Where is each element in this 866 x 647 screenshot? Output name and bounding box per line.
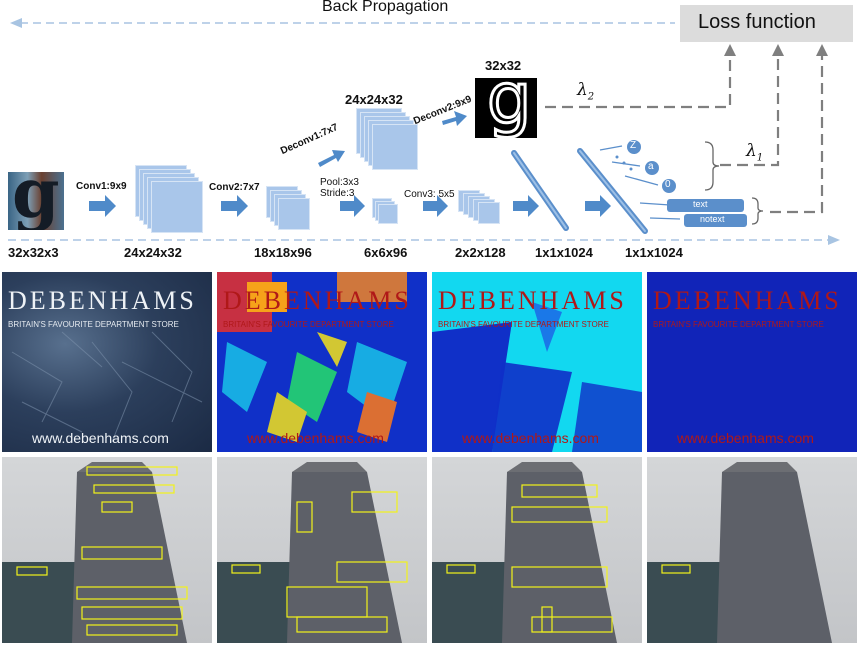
text-path (770, 50, 824, 214)
building-photo-1 (2, 457, 212, 643)
building-photo-4 (647, 457, 857, 643)
url-text: www.debenhams.com (32, 430, 169, 446)
heatmap-1-url: www.debenhams.com (247, 430, 384, 446)
arrow-conv3 (423, 195, 448, 217)
class-brace (704, 141, 720, 191)
conv3-stack (458, 190, 506, 230)
debenhams-photo: DEBENHAMS BRITAIN'S FAVOURITE DEPARTMENT… (2, 272, 212, 452)
output-size-label: 32x32 (485, 58, 522, 73)
arrow-deconv2 (442, 111, 467, 126)
dim-conv2: 18x18x96 (254, 245, 312, 260)
dim-conv3: 2x2x128 (455, 245, 506, 260)
class-label-0: 0 (665, 179, 671, 190)
lambda1-path (720, 50, 780, 167)
loss-function-label: Loss function (698, 11, 816, 33)
deconv-size-label: 24x24x32 (345, 92, 403, 107)
tagline-text: BRITAIN'S FAVOURITE DEPARTMENT STORE (8, 320, 179, 329)
dim-fc1: 1x1x1024 (535, 245, 593, 260)
heatmap-2-tagline: BRITAIN'S FAVOURITE DEPARTMENT STORE (438, 320, 609, 329)
stride-label: Stride:3 (320, 188, 355, 199)
heatmap-3-url: www.debenhams.com (677, 430, 814, 446)
heatmap-3: DEBENHAMS BRITAIN'S FAVOURITE DEPARTMENT… (647, 272, 857, 452)
building-photo-3 (432, 457, 642, 643)
conv1-stack (135, 165, 205, 233)
diagram-lines (8, 18, 840, 245)
lambda1-label: λ1 (746, 141, 764, 164)
text-output-label: text (693, 199, 708, 209)
class-label-a: a (648, 161, 654, 172)
heatmap-1: DEBENHAMS BRITAIN'S FAVOURITE DEPARTMENT… (217, 272, 427, 452)
brand-text: DEBENHAMS (8, 286, 197, 315)
heatmap-1-tagline: BRITAIN'S FAVOURITE DEPARTMENT STORE (223, 320, 394, 329)
pool-stack (372, 198, 402, 228)
loss-function-box (680, 5, 853, 42)
dim-conv1: 24x24x32 (124, 245, 182, 260)
building-photo-2 (217, 457, 427, 643)
back-propagation-label: Back Propagation (322, 0, 449, 15)
conv2-label: Conv2:7x7 (209, 182, 260, 193)
dim-pool: 6x6x96 (364, 245, 408, 260)
heatmap-2-brand: DEBENHAMS (438, 286, 627, 315)
dim-fc2: 1x1x1024 (625, 245, 683, 260)
arrow-deconv1 (318, 150, 345, 167)
input-patch: g (8, 172, 64, 230)
arrow-pool (340, 195, 365, 217)
arrow-fc2 (585, 195, 611, 217)
heatmap-2: DEBENHAMS BRITAIN'S FAVOURITE DEPARTMENT… (432, 272, 642, 452)
conv1-label: Conv1:9x9 (76, 181, 127, 192)
block-arrows (89, 111, 747, 227)
arrow-conv1 (89, 195, 116, 217)
arrow-fc1 (513, 195, 539, 217)
heatmap-2-url: www.debenhams.com (462, 430, 599, 446)
heatmap-3-tagline: BRITAIN'S FAVOURITE DEPARTMENT STORE (653, 320, 824, 329)
heatmap-1-brand: DEBENHAMS (223, 286, 412, 315)
conv3-label: Conv3: 5x5 (404, 189, 455, 200)
dim-input: 32x32x3 (8, 245, 59, 260)
text-brace (751, 197, 764, 225)
output-glyph: g (485, 78, 532, 138)
arrow-conv2 (221, 195, 248, 217)
lambda2-label: λ2 (577, 80, 595, 103)
conv2-stack (266, 186, 314, 234)
deconv1-stack (356, 108, 422, 172)
input-glyph: g (12, 172, 60, 230)
output-patch: g (475, 78, 537, 138)
notext-output-label: notext (700, 214, 725, 224)
lambda2-path (545, 50, 732, 109)
heatmap-3-brand: DEBENHAMS (653, 286, 842, 315)
pool-label: Pool:3x3 (320, 177, 359, 188)
class-label-z: Z (630, 140, 637, 151)
